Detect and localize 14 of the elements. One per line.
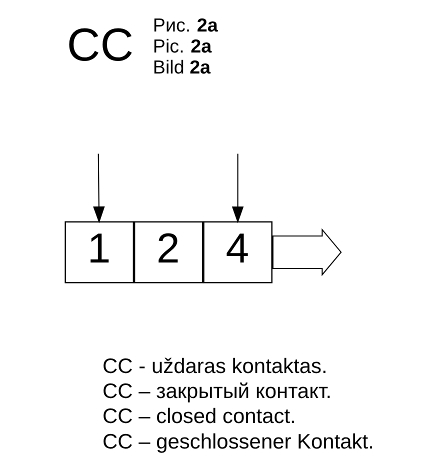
node-box: 4 [203, 220, 272, 283]
label: Рис. 2a [152, 14, 218, 35]
label: CC – geschlossener Kontakt. [102, 430, 374, 453]
label: CC – закрытый контакт. [102, 379, 332, 402]
node-box: 1 [64, 220, 134, 283]
label: Pic. 2a [152, 34, 212, 56]
label: CC - uždaras kontaktas. [102, 354, 328, 378]
arrow [93, 153, 105, 223]
label: Bild 2a [152, 56, 211, 77]
label: CC – closed contact. [102, 404, 296, 428]
node-box: 2 [134, 220, 204, 283]
node-arrow [272, 228, 342, 276]
label: CC [66, 18, 134, 70]
arrow [232, 153, 244, 223]
